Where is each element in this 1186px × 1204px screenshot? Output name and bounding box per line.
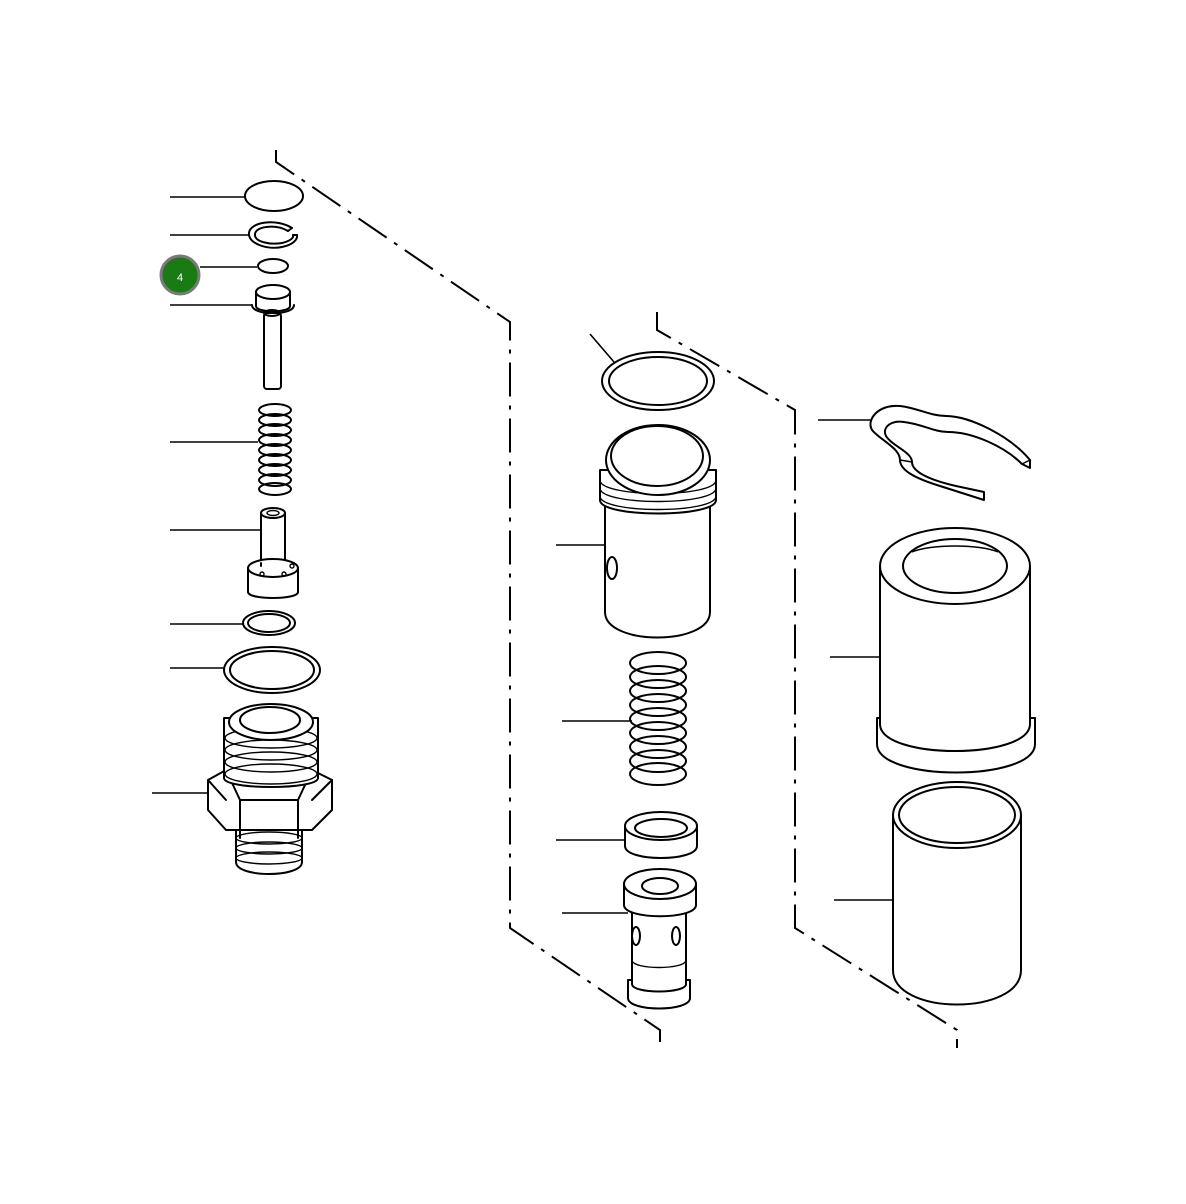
cartridge-spring: [562, 651, 687, 786]
small-o-ring: [200, 258, 289, 274]
valve-pin: [170, 284, 295, 390]
cartridge-o-ring: [589, 333, 715, 411]
callout-4[interactable]: 4: [159, 254, 201, 296]
spool: [562, 868, 697, 1010]
group-bracket-left: [275, 150, 661, 1042]
group-bracket-right: [656, 312, 958, 1048]
large-o-ring: [170, 646, 321, 694]
valve-body-plug: [152, 703, 333, 875]
spring-seat: [556, 811, 698, 859]
snap-ring: [170, 221, 299, 249]
retaining-clip: [818, 404, 1031, 501]
pin-spring: [170, 403, 292, 496]
callout-number: 4: [177, 272, 183, 284]
cartridge-sleeve: [556, 424, 717, 639]
filter-element: [830, 527, 1036, 774]
o-ring-top: [170, 180, 304, 212]
filter-screen: [834, 781, 1022, 1006]
valve-seat: [170, 507, 299, 599]
backup-ring: [170, 610, 296, 636]
